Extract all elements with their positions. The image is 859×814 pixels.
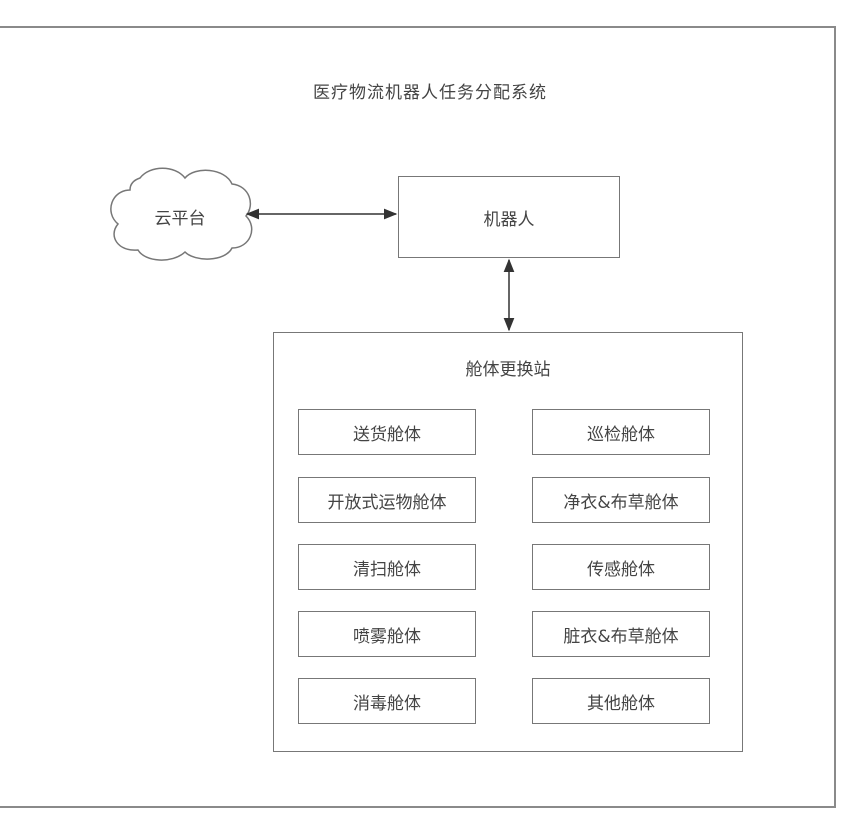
cabin-label: 消毒舱体	[353, 689, 421, 714]
cabin-dirty-linen: 脏衣&布草舱体	[532, 611, 710, 657]
cabin-other: 其他舱体	[532, 678, 710, 724]
cabin-label: 喷雾舱体	[353, 622, 421, 647]
robot-node: 机器人	[398, 176, 620, 258]
cabin-label: 开放式运物舱体	[328, 488, 447, 513]
cabin-label: 其他舱体	[587, 689, 655, 714]
cabin-label: 清扫舱体	[353, 555, 421, 580]
cabin-label: 传感舱体	[587, 555, 655, 580]
cabin-spray: 喷雾舱体	[298, 611, 476, 657]
cabin-cleaning: 清扫舱体	[298, 544, 476, 590]
cabin-label: 送货舱体	[353, 420, 421, 445]
robot-label: 机器人	[484, 205, 535, 230]
cabin-disinfection: 消毒舱体	[298, 678, 476, 724]
cloud-platform-label: 云平台	[120, 204, 240, 229]
cabin-sensor: 传感舱体	[532, 544, 710, 590]
cabin-inspection: 巡检舱体	[532, 409, 710, 455]
cabin-label: 脏衣&布草舱体	[563, 622, 678, 647]
cabin-label: 巡检舱体	[587, 420, 655, 445]
cabin-clean-linen: 净衣&布草舱体	[532, 477, 710, 523]
cabin-label: 净衣&布草舱体	[563, 488, 678, 513]
station-label: 舱体更换站	[274, 355, 742, 380]
cabin-open-transport: 开放式运物舱体	[298, 477, 476, 523]
cabin-delivery: 送货舱体	[298, 409, 476, 455]
